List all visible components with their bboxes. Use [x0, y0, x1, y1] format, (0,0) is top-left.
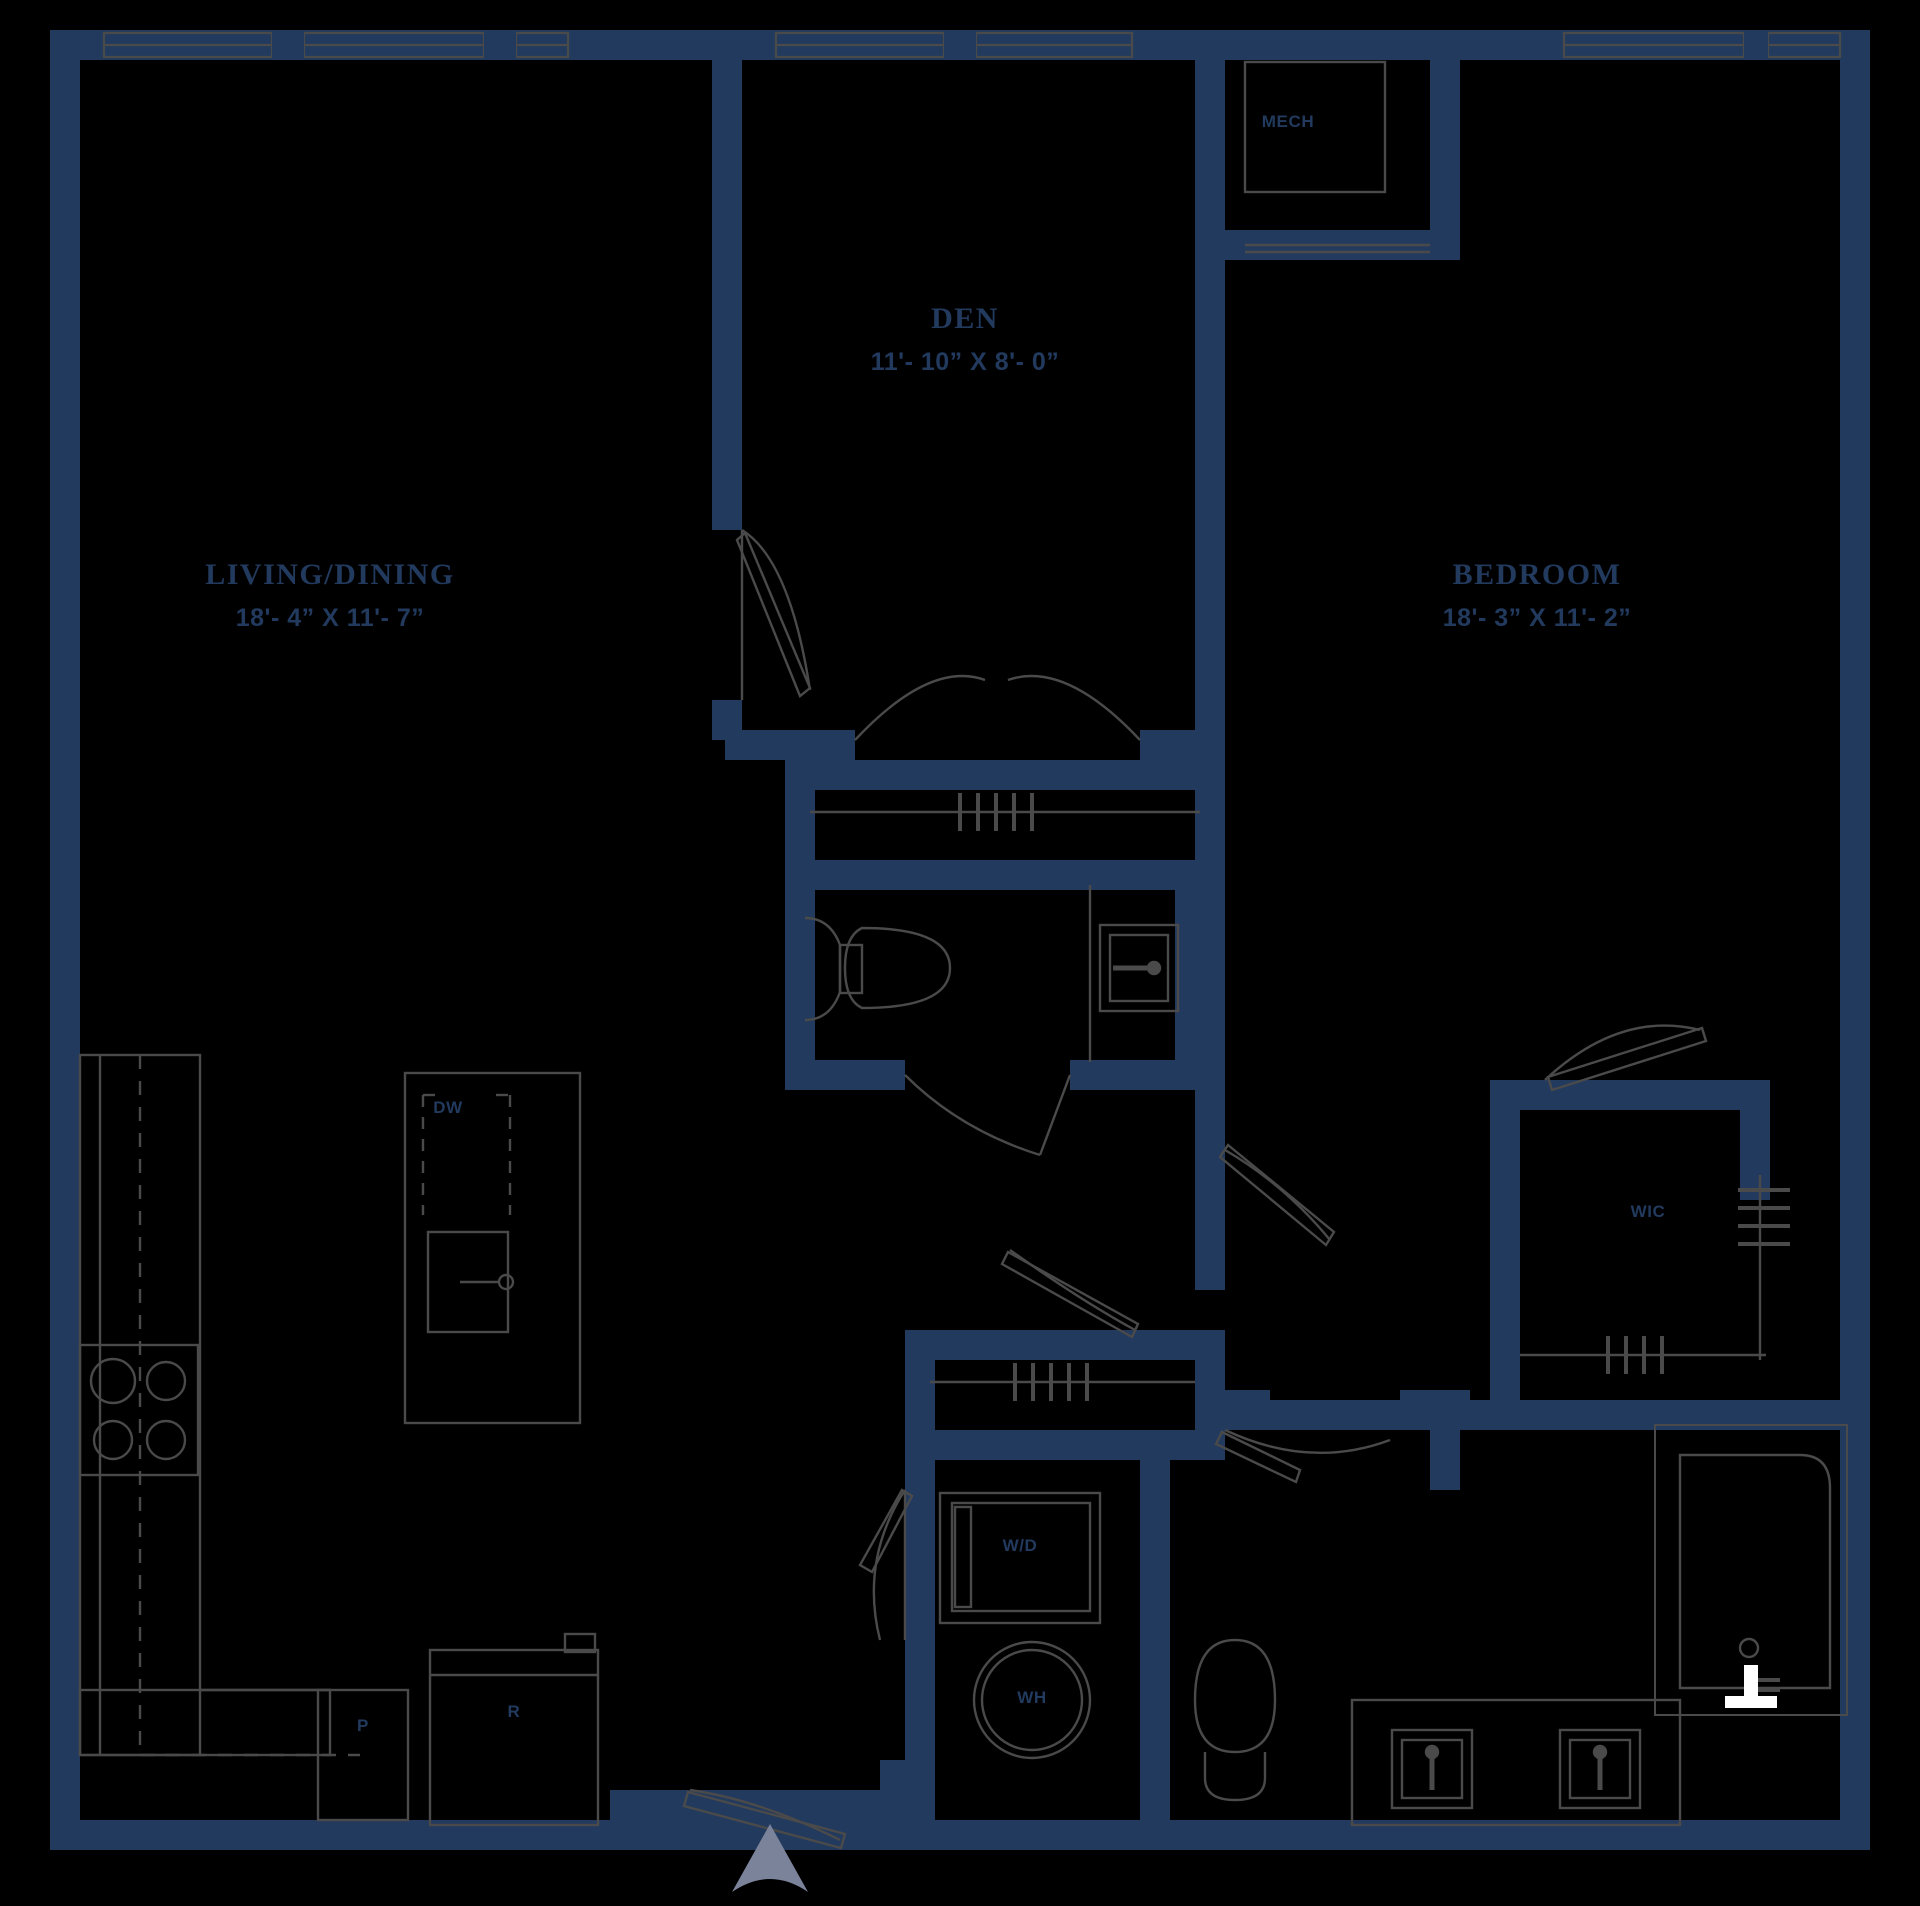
fixture-label-washer-dryer: W/D [1002, 1536, 1038, 1555]
fixture-label-mech: MECH [1261, 112, 1315, 131]
window-group-north [102, 30, 1842, 60]
powder-room-fixtures [804, 885, 1180, 1062]
fixture-label-water-heater: WH [1017, 1688, 1047, 1707]
room-dimensions-living-dining: 18'- 4” X 11'- 7” [235, 604, 425, 632]
fixture-label-dishwasher: DW [433, 1098, 463, 1117]
fixture-label-walk-in-closet: WIC [1630, 1202, 1666, 1221]
laundry-utility-fixtures [938, 1491, 1102, 1760]
closet-shelving [810, 793, 1790, 1401]
master-bath-fixtures [1193, 1424, 1848, 1827]
room-label-living-dining: LIVING/DINING 18'- 4” X 11'- 7” [130, 558, 530, 633]
room-name-living-dining: LIVING/DINING [205, 558, 455, 591]
room-label-bedroom: BEDROOM 18'- 3” X 11'- 2” [1337, 558, 1737, 633]
room-label-den: DEN 11'- 10” X 8'- 0” [765, 302, 1165, 377]
wall-structure [50, 30, 1870, 1850]
room-name-den: DEN [931, 302, 999, 335]
fixture-label-pantry: P [357, 1716, 369, 1735]
room-name-bedroom: BEDROOM [1452, 558, 1622, 591]
interior-partitions [712, 30, 1870, 1850]
door-group [682, 528, 1708, 1850]
room-dimensions-den: 11'- 10” X 8'- 0” [870, 348, 1060, 376]
room-dimensions-bedroom: 18'- 3” X 11'- 2” [1442, 604, 1632, 632]
fixture-label-refrigerator: R [507, 1702, 521, 1721]
mech-closet-detail [1243, 60, 1430, 254]
kitchen-group [78, 1053, 600, 1827]
north-arrow-icon [732, 1824, 808, 1892]
